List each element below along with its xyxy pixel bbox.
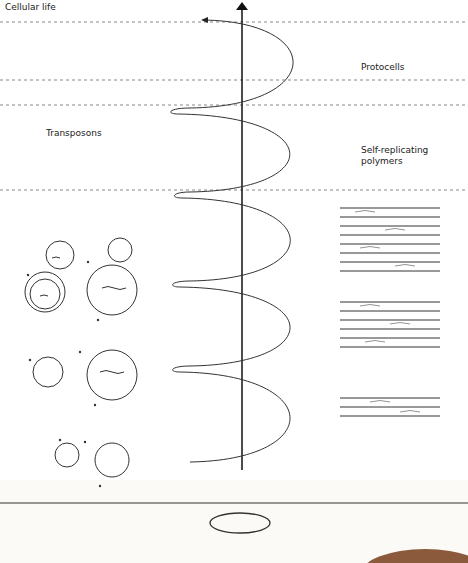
stage-label: Cellular life <box>4 2 57 13</box>
element-label: Transposons <box>45 128 103 139</box>
stage-label: Protocells <box>360 62 406 73</box>
stage-label: Self-replicating polymers <box>360 145 442 167</box>
